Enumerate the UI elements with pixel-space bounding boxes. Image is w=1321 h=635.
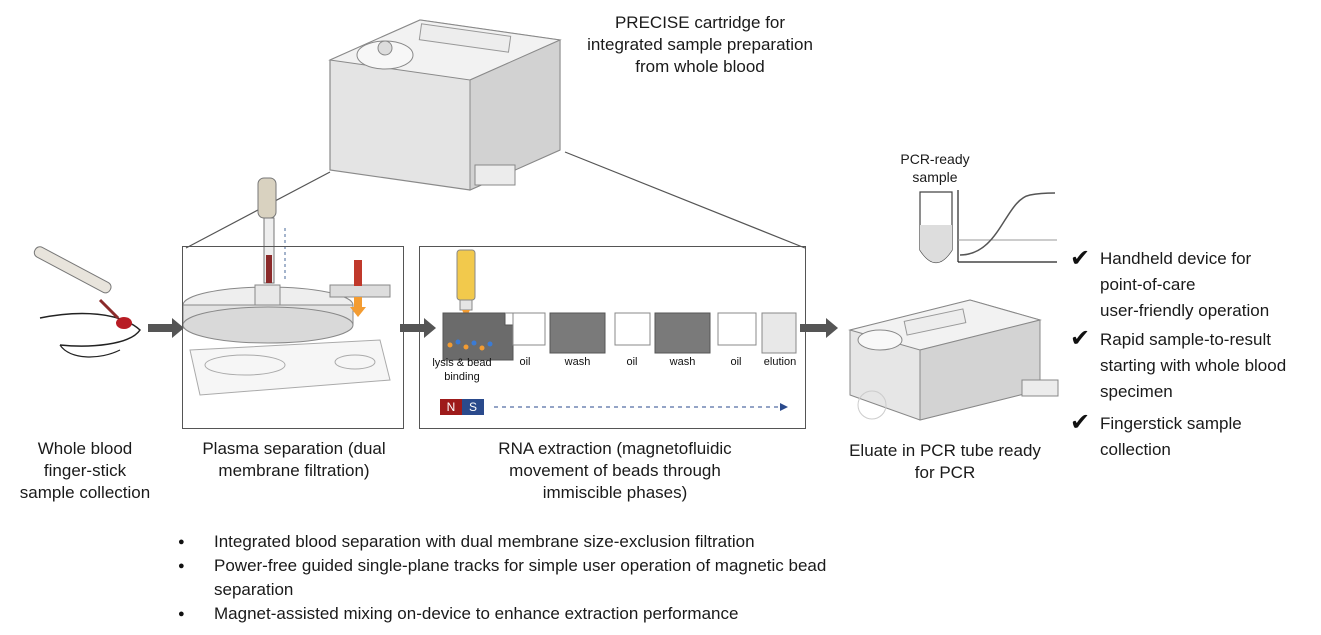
well-label-oil: oil — [730, 356, 742, 368]
cartridge-illustration — [328, 19, 562, 191]
well-label-wash: wash — [564, 356, 591, 368]
plasma-panel — [182, 246, 404, 429]
magnet-north: N — [440, 399, 462, 415]
caption-blood-collection: Whole blood finger-stick sample collecti… — [19, 439, 151, 502]
zoom-line-right — [564, 151, 806, 249]
beads — [447, 339, 493, 351]
caption-rna-extraction: RNA extraction (magnetofluidic movement … — [498, 439, 732, 502]
pcr-tube-illustration — [919, 190, 1057, 264]
check-icon: ✔ — [1070, 324, 1091, 352]
checklist-item: Rapid sample-to-result starting with who… — [1100, 330, 1287, 401]
well-label-wash: wash — [669, 356, 696, 368]
pcr-ready-label: PCR-ready sample — [900, 151, 970, 185]
bullet-item: Magnet-assisted mixing on-device to enha… — [178, 602, 914, 626]
well-label-oil: oil — [519, 356, 531, 368]
bullet-item: Power-free guided single-plane tracks fo… — [178, 554, 854, 602]
handheld-device-illustration — [848, 299, 1059, 421]
checklist-item: Handheld device for point-of-care user-f… — [1100, 249, 1270, 320]
caption-plasma-separation: Plasma separation (dual membrane filtrat… — [202, 439, 386, 480]
well-label-lysis: lysis & bead binding — [432, 357, 492, 383]
caption-eluate: Eluate in PCR tube ready for PCR — [849, 441, 1041, 482]
well-label-oil: oil — [626, 356, 638, 368]
feature-bullets: Integrated blood separation with dual me… — [178, 530, 914, 626]
finger-illustration — [33, 246, 141, 358]
cartridge-title: PRECISE cartridge for integrated sample … — [587, 13, 813, 76]
check-icon: ✔ — [1070, 408, 1091, 436]
blood-drop — [116, 317, 132, 329]
check-icon: ✔ — [1070, 244, 1091, 272]
rna-panel — [419, 246, 806, 429]
rna-extraction-illustration — [442, 249, 797, 411]
plasma-device-illustration — [182, 177, 391, 396]
process-arrows — [148, 318, 838, 338]
magnet-south: S — [462, 399, 484, 415]
checklist-item: Fingerstick sample collection — [1100, 414, 1242, 459]
bullet-item: Integrated blood separation with dual me… — [178, 530, 914, 554]
well-label-elution: elution — [763, 356, 797, 368]
